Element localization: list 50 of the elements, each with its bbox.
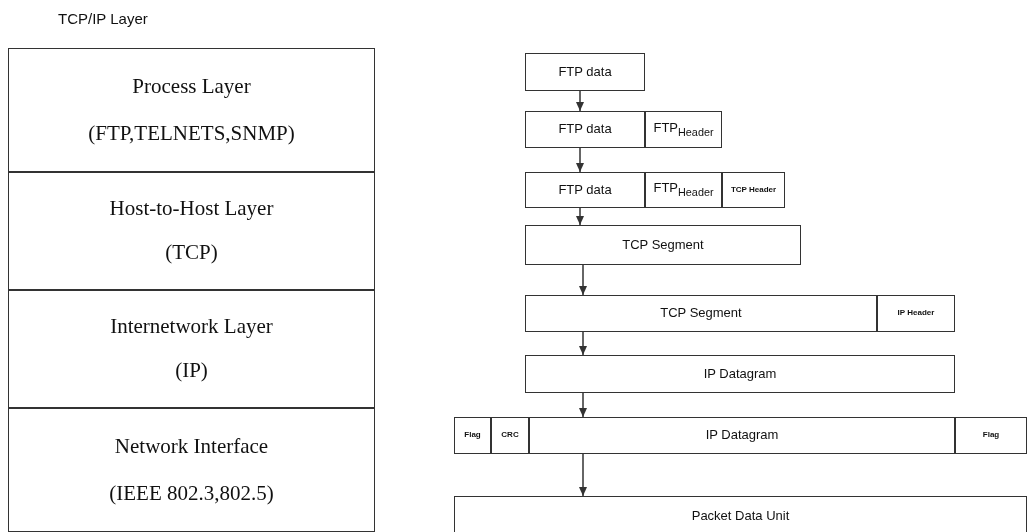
arrow [579,453,587,497]
field-label: Packet Data Unit [691,508,790,524]
field-label: CRC [501,431,519,440]
layer-box [8,408,375,532]
arrow [576,90,584,112]
layer-name: Internetwork Layer [110,315,273,339]
packet-field [877,295,955,332]
layer-box [8,48,375,172]
packet-field [454,496,1027,532]
arrow [579,264,587,296]
packet-field [525,355,955,393]
field-label: IP Datagram [703,366,777,382]
field-label: FTP$_{Header}$ [653,181,714,199]
packet-field [525,53,645,91]
layer-box [8,172,375,290]
arrow [579,392,587,418]
field-label: TCP Header [730,185,777,195]
packet-field [645,111,722,148]
field-label: FTP data [558,182,612,198]
layer-name: Network Interface [114,434,269,459]
field-label: FTP$_{Header}$ [653,120,714,139]
packet-field [955,417,1027,454]
field-label: Flag [464,431,481,440]
field-label: FTP data [558,122,612,137]
packet-field [722,172,785,208]
field-label: Flag [982,431,1000,440]
field-label: TCP Segment [660,306,742,321]
layer-name: Process Layer [132,74,251,99]
packet-field [525,172,645,208]
packet-field [529,417,955,454]
field-label: IP Datagram [705,428,779,443]
arrow [576,207,584,226]
protocol-list: (FTP,TELNETS,SNMP) [88,121,295,146]
packet-field [525,225,801,265]
diagram-title: TCP/IP Layer [58,10,148,27]
packet-field [491,417,529,454]
field-label: IP Header [897,309,935,318]
packet-field [525,295,877,332]
arrow [576,147,584,173]
arrow [579,331,587,356]
layer-name: Host-to-Host Layer [109,197,274,221]
protocol-list: (IEEE 802.3,802.5) [109,481,274,506]
packet-field [645,172,722,208]
field-label: TCP Segment [622,237,704,253]
protocol-list: (TCP) [165,241,218,265]
field-label: FTP data [558,64,612,80]
packet-field [525,111,645,148]
packet-field [454,417,491,454]
protocol-list: (IP) [175,359,208,383]
layer-box [8,290,375,408]
